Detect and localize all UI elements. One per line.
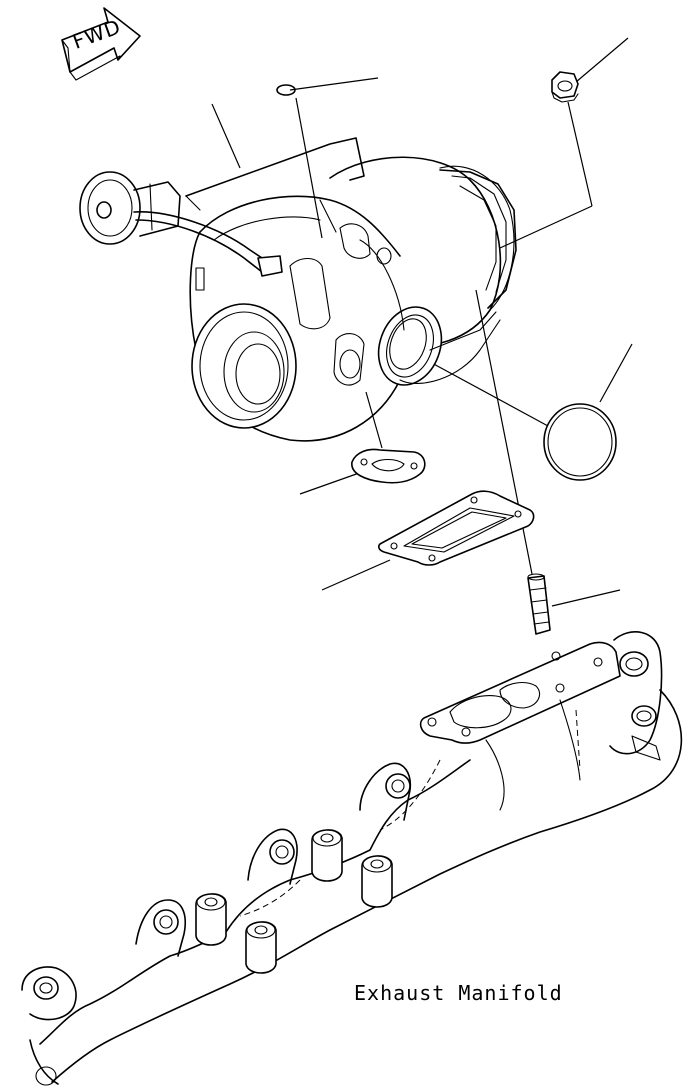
wastegate-actuator	[79, 171, 283, 277]
fwd-arrow-icon	[61, 7, 141, 81]
diagram-caption: Exhaust Manifold	[354, 981, 563, 1005]
stud-bolt	[527, 573, 551, 635]
small-o-ring	[276, 84, 296, 96]
small-gasket	[351, 448, 426, 484]
leader-lines	[211, 37, 633, 607]
turbo-flange-gasket	[378, 490, 535, 566]
large-o-ring	[543, 403, 617, 481]
exhaust-manifold	[21, 631, 683, 1086]
turbocharger	[185, 137, 517, 442]
flange-nut	[551, 71, 579, 103]
